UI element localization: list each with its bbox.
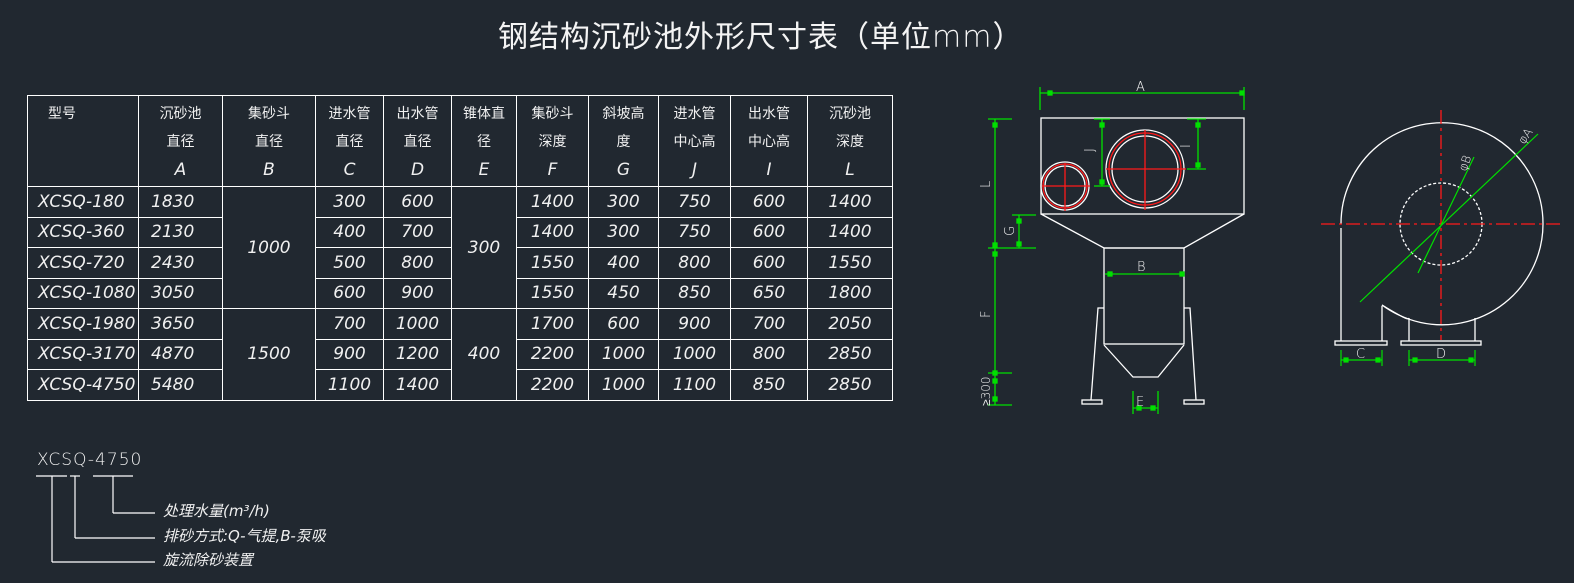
- dim-label-B: B: [1137, 260, 1146, 275]
- cell-J: 850: [658, 277, 731, 309]
- dim-label-J: J: [1083, 148, 1098, 152]
- cell-A: 3650: [138, 308, 223, 340]
- cell-C: 400: [315, 216, 384, 248]
- dim-label-base: ≥300: [979, 377, 993, 407]
- cell-J: 750: [658, 216, 731, 248]
- cell-L: 2850: [807, 369, 893, 401]
- cell-D: 700: [383, 216, 452, 248]
- cell-D: 1000: [383, 308, 452, 340]
- cell-C: 900: [315, 338, 384, 370]
- cell-A: 2430: [138, 247, 223, 279]
- cell-I: 800: [730, 338, 808, 370]
- cell-F: 2200: [516, 338, 589, 370]
- cell-D: 1400: [383, 369, 452, 401]
- legend-device-type: 旋流除砂装置: [163, 551, 254, 569]
- dim-label-I: I: [1179, 144, 1194, 148]
- cell-I: 600: [730, 186, 808, 218]
- cell-I: 700: [730, 308, 808, 340]
- dim-label-L: L: [979, 181, 994, 188]
- table-row: XCSQ-1980 3650 1500 700 1000 400 1700 60…: [27, 308, 893, 401]
- cell-L: 1800: [807, 277, 893, 309]
- cell-F: 1700: [516, 308, 589, 340]
- dim-label-phiA: φA: [1515, 125, 1536, 146]
- pipe-centerlines: [1042, 130, 1186, 211]
- cell-model: XCSQ-4750: [27, 369, 139, 401]
- cell-A: 3050: [138, 277, 223, 309]
- dim-label-D: D: [1436, 347, 1446, 362]
- cell-model: XCSQ-1080: [27, 277, 139, 309]
- cell-D: 900: [383, 277, 452, 309]
- cell-G: 300: [588, 216, 659, 248]
- cell-model: XCSQ-180: [27, 186, 139, 218]
- dim-label-C: C: [1356, 347, 1365, 362]
- dim-label-A: A: [1136, 80, 1145, 95]
- table-row: XCSQ-3170 4870 900 1200 2200 1000 1000 8…: [27, 338, 893, 370]
- cell-D: 800: [383, 247, 452, 279]
- cell-G: 1000: [588, 338, 659, 370]
- cell-I: 650: [730, 277, 808, 309]
- top-view-drawing: φA φB C D: [1321, 110, 1562, 366]
- top-dimension-lines: [1340, 133, 1539, 366]
- legend-discharge-method: 排砂方式:Q-气提,B-泵吸: [163, 527, 326, 545]
- table-row: XCSQ-180 1830 1000 300 600 300 1400 300 …: [27, 186, 893, 309]
- cell-F: 1400: [516, 216, 589, 248]
- dim-label-phiB: φB: [1456, 153, 1475, 173]
- cell-model: XCSQ-3170: [27, 338, 139, 370]
- legend-leaders: [36, 475, 155, 563]
- cell-D: 600: [383, 186, 452, 218]
- cell-G: 1000: [588, 369, 659, 401]
- cell-I: 600: [730, 216, 808, 248]
- cell-L: 1400: [807, 216, 893, 248]
- cell-F: 1550: [516, 277, 589, 309]
- cell-A: 5480: [138, 369, 223, 401]
- legend-model-code: XCSQ-4750: [37, 450, 143, 470]
- cell-F: 2200: [516, 369, 589, 401]
- side-view-drawing: A B E J I L G F ≥300: [979, 80, 1245, 414]
- cell-J: 1100: [658, 369, 731, 401]
- side-dimension-lines: [988, 87, 1245, 414]
- cell-F: 1400: [516, 186, 589, 218]
- cell-L: 2050: [807, 308, 893, 340]
- header-model: 型号: [27, 95, 139, 187]
- cell-I: 850: [730, 369, 808, 401]
- cell-model: XCSQ-1980: [27, 308, 139, 340]
- cell-model: XCSQ-720: [27, 247, 139, 279]
- legend-capacity: 处理水量(m³/h): [163, 502, 270, 520]
- cell-L: 2850: [807, 338, 893, 370]
- cell-B-merged: 1500: [222, 308, 316, 401]
- cell-I: 600: [730, 247, 808, 279]
- cell-C: 600: [315, 277, 384, 309]
- dim-label-E: E: [1136, 395, 1144, 410]
- cell-model: XCSQ-360: [27, 216, 139, 248]
- cell-F: 1550: [516, 247, 589, 279]
- cell-E-merged: 300: [451, 186, 517, 309]
- table-row: XCSQ-1080 3050 600 900 1550 450 850 650 …: [27, 277, 893, 309]
- dim-label-F: F: [979, 311, 994, 318]
- cell-G: 600: [588, 308, 659, 340]
- cell-C: 700: [315, 308, 384, 340]
- table-row: XCSQ-4750 5480 1100 1400 2200 1000 1100 …: [27, 369, 893, 401]
- cell-J: 800: [658, 247, 731, 279]
- cell-A: 1830: [138, 186, 223, 218]
- cell-B-merged: 1000: [222, 186, 316, 309]
- cell-A: 4870: [138, 338, 223, 370]
- cell-C: 300: [315, 186, 384, 218]
- dim-label-G: G: [1003, 226, 1018, 236]
- cell-E-merged: 400: [451, 308, 517, 401]
- table-row: XCSQ-360 2130 400 700 1400 300 750 600 1…: [27, 216, 893, 248]
- drawing-title: 钢结构沉砂池外形尺寸表（单位mm）: [498, 20, 1024, 55]
